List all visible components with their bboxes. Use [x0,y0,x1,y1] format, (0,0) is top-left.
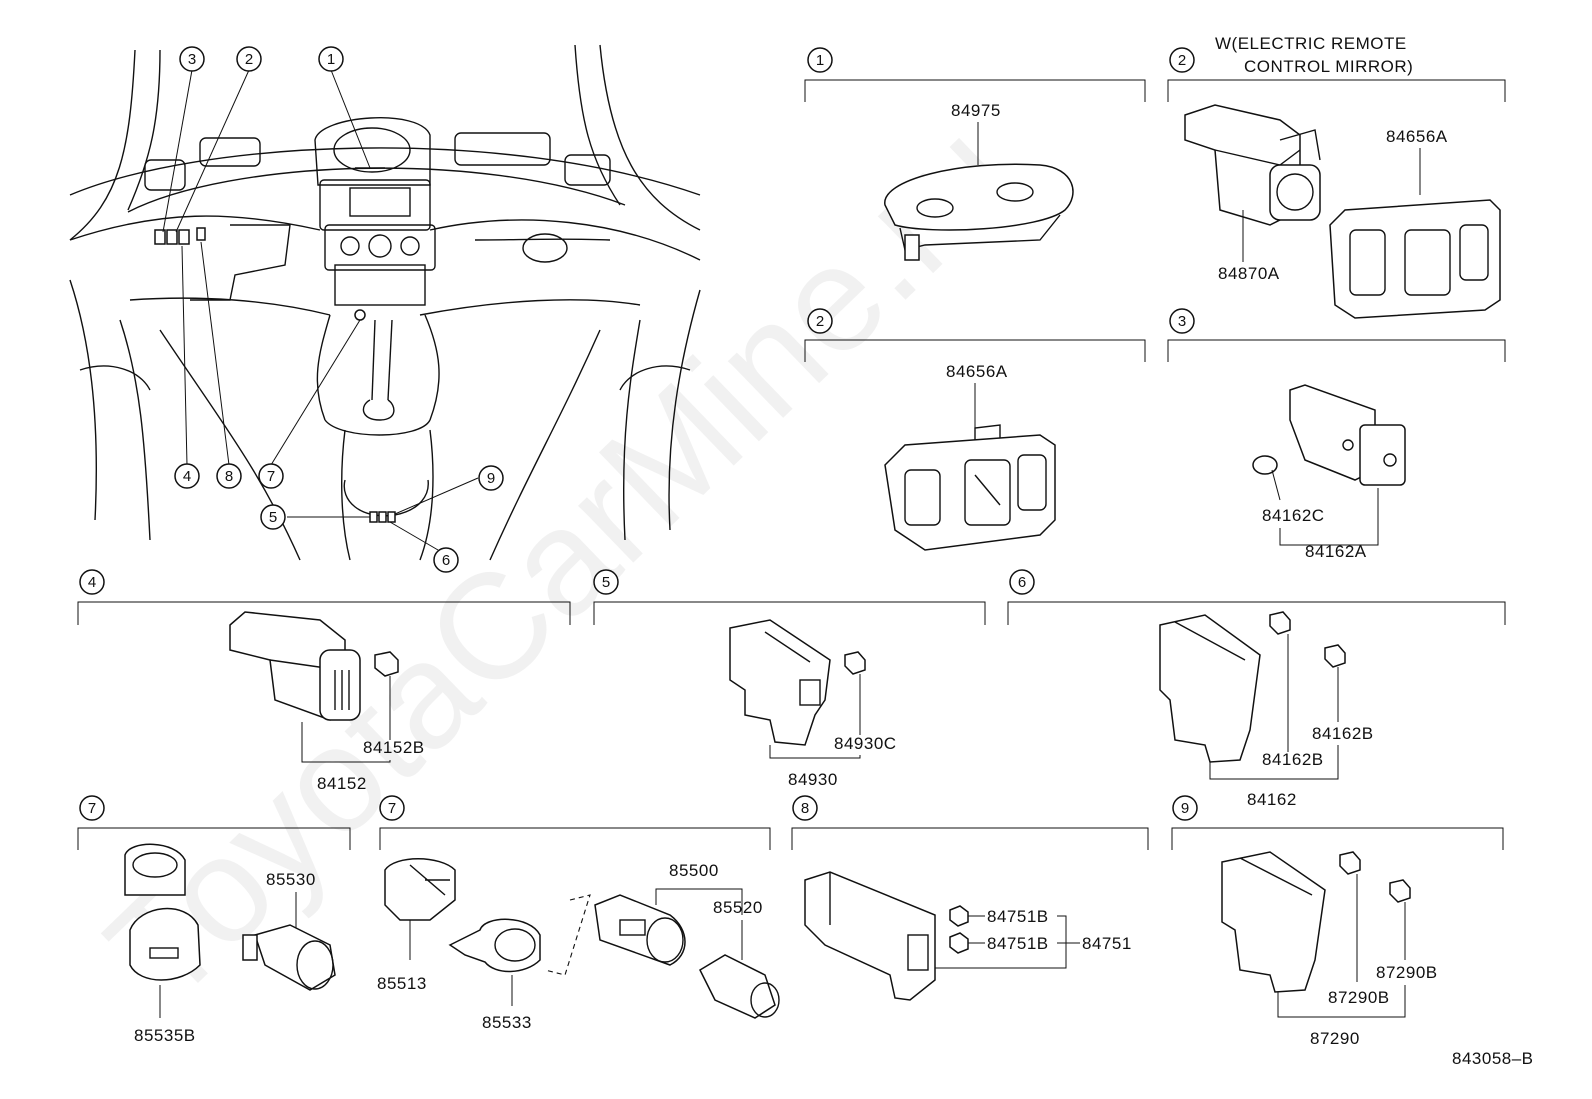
mirror-header-line2: CONTROL MIRROR) [1244,57,1413,76]
part-84975: 84975 [951,101,1001,120]
overview-callout-9: 9 [478,465,504,491]
part-87290B-1: 87290B [1376,963,1438,982]
part-85520: 85520 [713,898,763,917]
overview-callout-2: 2 [236,46,262,72]
callout-number: 9 [487,470,495,487]
watermark: ToyotaCarMine.ru [76,90,1044,1033]
part-84751B-1: 84751B [987,907,1049,926]
part-84162B-2: 84162B [1262,750,1324,769]
part-84870A: 84870A [1218,264,1280,283]
part-87290: 87290 [1310,1029,1360,1048]
group-7a-panel: 7 85535B 85530 [77,795,351,1045]
part-84162C: 84162C [1262,506,1325,525]
part-84751: 84751 [1082,934,1132,953]
callout-number: 7 [267,468,275,485]
part-84152: 84152 [317,774,367,793]
overview-callout-8: 8 [216,463,242,489]
part-84152B: 84152B [363,738,425,757]
group-2-mirror-panel: 2 W(ELECTRIC REMOTE CONTROL MIRROR) 8465… [1167,34,1506,319]
figure-id: 843058–B [1452,1049,1534,1068]
part-85535B: 85535B [134,1026,196,1045]
group-5-panel: 5 84930C 84930 [593,569,986,789]
part-84930: 84930 [788,770,838,789]
callout-number: 1 [816,52,824,69]
part-84930C: 84930C [834,734,897,753]
overview-callout-5: 5 [260,504,286,530]
group-1-panel: 1 84975 [804,47,1146,261]
group-2-panel: 2 84656A [804,308,1146,551]
callout-number: 2 [816,313,824,330]
callout-number: 3 [1178,313,1186,330]
group-9-panel: 9 87290B 87290B 87290 [1171,795,1504,1048]
dashboard-overview [69,44,701,561]
overview-callout-3: 3 [179,46,205,72]
callout-number: 8 [225,468,233,485]
part-84162B-1: 84162B [1312,724,1374,743]
callout-number: 5 [602,574,610,591]
callout-number: 5 [269,509,277,526]
part-85530: 85530 [266,870,316,889]
callout-number: 6 [1018,574,1026,591]
part-85513: 85513 [377,974,427,993]
group-7b-panel: 7 85513 85533 85500 85520 [377,795,780,1032]
part-87290B-2: 87290B [1328,988,1390,1007]
part-84656A-top: 84656A [1386,127,1448,146]
callout-number: 3 [188,51,196,68]
callout-number: 1 [327,51,335,68]
callout-number: 8 [801,800,809,817]
callout-number: 2 [245,51,253,68]
mirror-header-line1: W(ELECTRIC REMOTE [1215,34,1407,53]
callout-number: 4 [88,574,96,591]
overview-callout-6: 6 [433,547,459,573]
group-4-panel: 4 84152B 84152 [77,569,571,793]
callout-number: 2 [1178,52,1186,69]
callout-number: 9 [1181,800,1189,817]
overview-callout-1: 1 [318,46,344,72]
part-85533: 85533 [482,1013,532,1032]
part-84162: 84162 [1247,790,1297,809]
part-84751B-2: 84751B [987,934,1049,953]
callout-number: 7 [388,800,396,817]
part-85500: 85500 [669,861,719,880]
part-84656A: 84656A [946,362,1008,381]
overview-callout-4: 4 [174,463,200,489]
callout-number: 6 [442,552,450,569]
group-8-panel: 8 84751B 84751B 84751 [791,795,1149,1001]
callout-number: 4 [183,468,191,485]
callout-number: 7 [88,800,96,817]
overview-callout-7: 7 [258,463,284,489]
part-84162A: 84162A [1305,542,1367,561]
group-3-panel: 3 84162C 84162A [1167,308,1506,561]
group-6-panel: 6 84162B 84162B 84162 [1007,569,1506,809]
